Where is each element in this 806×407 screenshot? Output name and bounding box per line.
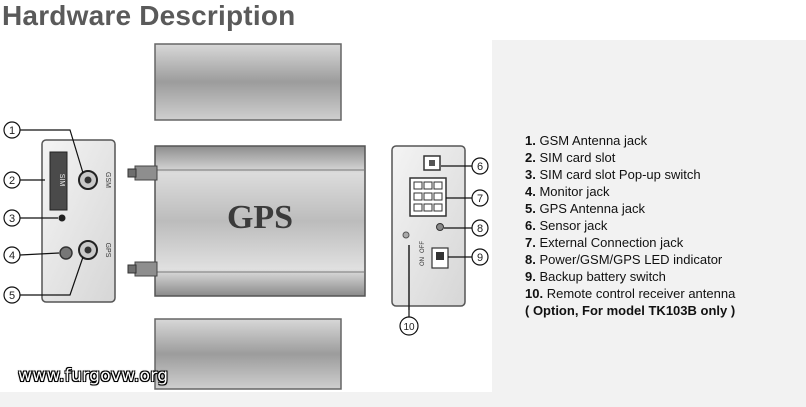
legend-item: 8. Power/GSM/GPS LED indicator: [525, 252, 723, 267]
legend-item: 10. Remote control receiver antenna: [525, 286, 736, 301]
svg-text:3: 3: [9, 213, 15, 225]
svg-text:5: 5: [9, 290, 15, 302]
page-title: Hardware Description: [2, 0, 296, 31]
top-cover-panel: [154, 43, 342, 121]
sim-label: SIM: [58, 174, 65, 187]
monitor-jack: [59, 246, 73, 260]
svg-text:2: 2: [9, 175, 15, 187]
legend-item: 3. SIM card slot Pop-up switch: [525, 167, 701, 182]
svg-text:4: 4: [9, 250, 15, 262]
watermark: www.furgovw.org: [18, 366, 169, 386]
callout-3: 3: [3, 209, 21, 227]
svg-text:9: 9: [477, 252, 483, 264]
callout-6: 6: [471, 157, 489, 175]
antenna-hole: [402, 231, 410, 239]
svg-text:10: 10: [403, 322, 415, 333]
legend-list: 1. GSM Antenna jack 2. SIM card slot 3. …: [525, 132, 800, 319]
bottom-cover-panel: [154, 318, 342, 390]
callout-7: 7: [471, 189, 489, 207]
legend-item: 2. SIM card slot: [525, 150, 616, 165]
led-indicator: [436, 223, 444, 231]
svg-text:6: 6: [477, 161, 483, 173]
sim-popup-switch: [58, 214, 66, 222]
callout-8: 8: [471, 219, 489, 237]
legend-note: ( Option, For model TK103B only ): [525, 303, 736, 318]
svg-text:7: 7: [477, 193, 483, 205]
callout-4: 4: [3, 246, 21, 264]
legend-item: 1. GSM Antenna jack: [525, 133, 648, 148]
gsm-port-label: GSM: [104, 172, 111, 188]
legend-item: 9. Backup battery switch: [525, 269, 666, 284]
callout-9: 9: [471, 248, 489, 266]
legend-item: 5. GPS Antenna jack: [525, 201, 645, 216]
switch-label-off: OFF: [420, 241, 426, 253]
device-body: [154, 145, 366, 297]
callout-10: 10: [399, 316, 419, 336]
callout-1: 1: [3, 121, 21, 139]
svg-text:8: 8: [477, 223, 483, 235]
callout-2: 2: [3, 171, 21, 189]
sim-card-slot: [49, 151, 68, 211]
device-diagram: GPS SIM GSM GPS: [0, 40, 492, 392]
callout-5: 5: [3, 286, 21, 304]
gsm-connector-stub: [127, 165, 158, 181]
device-illustration: GPS SIM GSM GPS: [3, 43, 489, 390]
legend-item: 7. External Connection jack: [525, 235, 684, 250]
legend-item: 6. Sensor jack: [525, 218, 608, 233]
gps-connector-stub: [127, 261, 158, 277]
device-label: GPS: [227, 199, 293, 236]
legend-item: 4. Monitor jack: [525, 184, 610, 199]
gps-port-label: GPS: [104, 243, 111, 258]
switch-label-on: ON: [420, 257, 426, 266]
svg-text:1: 1: [9, 125, 15, 137]
